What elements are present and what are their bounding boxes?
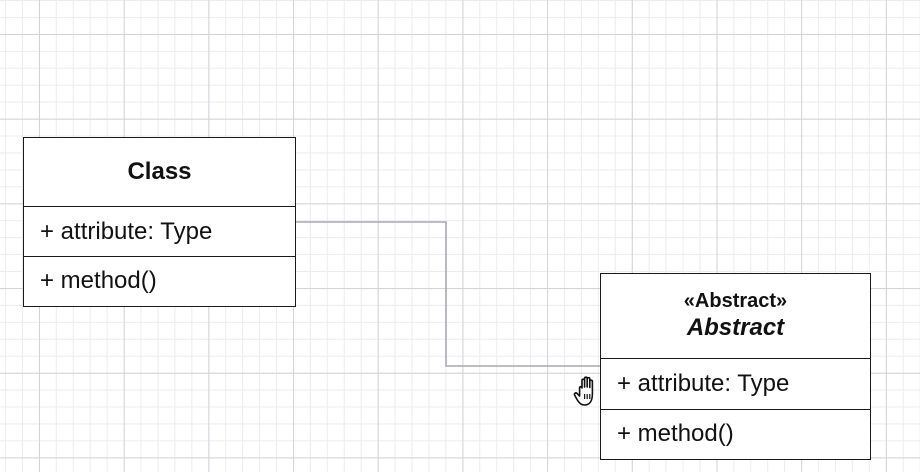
abstract-method-row[interactable]: + method(): [601, 410, 870, 458]
hand-grab-cursor-icon: [573, 376, 594, 406]
abstract-attribute-text: + attribute: Type: [617, 370, 790, 397]
class-attribute-text: + attribute: Type: [40, 217, 213, 245]
abstract-box[interactable]: «Abstract» Abstract + attribute: Type + …: [600, 273, 871, 460]
abstract-method-text: + method(): [617, 420, 734, 447]
class-method-row[interactable]: + method(): [24, 257, 295, 305]
class-method-text: + method(): [40, 267, 157, 294]
abstract-attribute-row[interactable]: + attribute: Type: [601, 359, 870, 410]
abstract-title: Abstract: [686, 314, 785, 341]
class-attribute-row[interactable]: + attribute: Type: [24, 207, 295, 257]
class-box[interactable]: Class + attribute: Type + method(): [23, 137, 296, 307]
abstract-stereotype: «Abstract»: [683, 290, 788, 312]
abstract-box-header: «Abstract» Abstract: [601, 274, 870, 359]
class-box-header: Class: [24, 138, 295, 207]
class-title: Class: [127, 158, 192, 185]
